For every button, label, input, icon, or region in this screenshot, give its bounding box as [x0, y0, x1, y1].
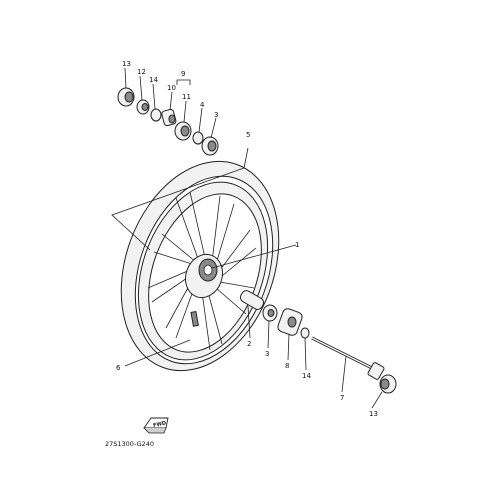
front-wheel: [120, 160, 280, 372]
axle-head: [367, 362, 385, 380]
callout-7: 7: [340, 394, 344, 402]
callout-12: 12: [137, 68, 146, 76]
callout-6: 6: [116, 364, 121, 372]
callout-11: 11: [182, 93, 191, 101]
callout-14-bottom: 14: [302, 372, 311, 380]
callout-5: 5: [246, 131, 250, 139]
callout-10: 10: [167, 84, 176, 92]
callout-1: 1: [295, 241, 299, 249]
callout-2: 2: [247, 340, 251, 348]
callout-8: 8: [285, 362, 289, 370]
tire-valve: [190, 310, 199, 327]
fwd-label: FWD: [153, 420, 167, 429]
forward-arrow-icon: FWD: [143, 417, 169, 434]
clip-bottom: [300, 327, 310, 339]
callout-4: 4: [200, 101, 205, 109]
callout-14-top: 14: [149, 76, 158, 84]
lower-hub-parts: [239, 290, 397, 394]
diagram-code: 27S1300-G240: [105, 440, 154, 448]
leader-5: [111, 147, 249, 251]
hub-bore: [203, 264, 213, 276]
spacer: [239, 290, 265, 310]
callout-3-top: 3: [214, 111, 218, 119]
callout-labels: 13 12 14 9 10 11 4 3 5 1 2 3 8 14 7 13 6: [116, 60, 378, 418]
clip-top: [150, 108, 162, 122]
circlip: [192, 131, 204, 145]
callout-9: 9: [181, 70, 185, 78]
leader-lines: [124, 67, 383, 409]
upper-hub-parts: [117, 87, 219, 156]
wheel-spokes: [147, 191, 257, 351]
callout-13-top: 13: [122, 60, 131, 68]
callout-13-bottom: 13: [369, 410, 378, 418]
callout-3-bottom: 3: [265, 350, 269, 358]
